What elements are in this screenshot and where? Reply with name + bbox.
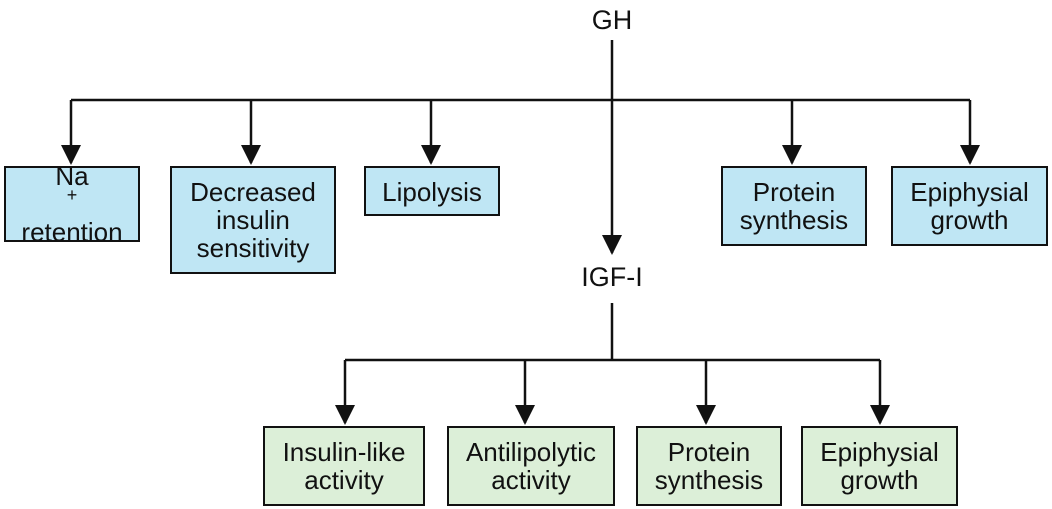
igf-effect-line: Insulin-like [282, 437, 406, 467]
gh-effect-line: Lipolysis [382, 177, 482, 207]
gh-effect-na-retention: Na+ retention [4, 162, 140, 246]
gh-effect-protein-synthesis: Protein synthesis [721, 166, 867, 246]
igf-effect-line: Protein [667, 437, 751, 467]
igf-effect-line: activity [491, 465, 571, 495]
igf-effect-line: growth [840, 465, 919, 495]
igf-effect-line: synthesis [654, 465, 764, 495]
superscript-plus: + [66, 185, 78, 206]
igf-effect-protein-synthesis: Protein synthesis [636, 426, 782, 506]
igf-i-node: IGF-I [562, 262, 662, 292]
gh-label: GH [591, 5, 633, 35]
igf-effect-line: Epiphysial [820, 437, 939, 467]
gh-effect-lipolysis: Lipolysis [364, 166, 500, 216]
gh-effect-line: Decreased [190, 177, 316, 207]
gh-effect-line: Protein [752, 177, 836, 207]
gh-node: GH [582, 5, 642, 35]
igf-effect-epiphysial-growth: Epiphysial growth [801, 426, 958, 506]
gh-effect-line: retention [21, 217, 123, 247]
igf-effect-insulin-like-activity: Insulin-like activity [263, 426, 425, 506]
igf-effect-line: activity [304, 465, 384, 495]
gh-effect-line: synthesis [739, 205, 849, 235]
gh-effect-decreased-insulin-sensitivity: Decreased insulin sensitivity [170, 166, 336, 274]
gh-effect-line: growth [930, 205, 1009, 235]
igf-i-label: IGF-I [581, 262, 643, 292]
gh-effect-line: sensitivity [196, 233, 310, 263]
gh-effect-line: Epiphysial [910, 177, 1029, 207]
gh-effect-line: insulin [216, 205, 290, 235]
igf-effect-antilipolytic-activity: Antilipolytic activity [447, 426, 615, 506]
gh-effect-line: Na+ [55, 161, 89, 206]
igf-effect-line: Antilipolytic [465, 437, 597, 467]
gh-effect-epiphysial-growth: Epiphysial growth [891, 166, 1048, 246]
